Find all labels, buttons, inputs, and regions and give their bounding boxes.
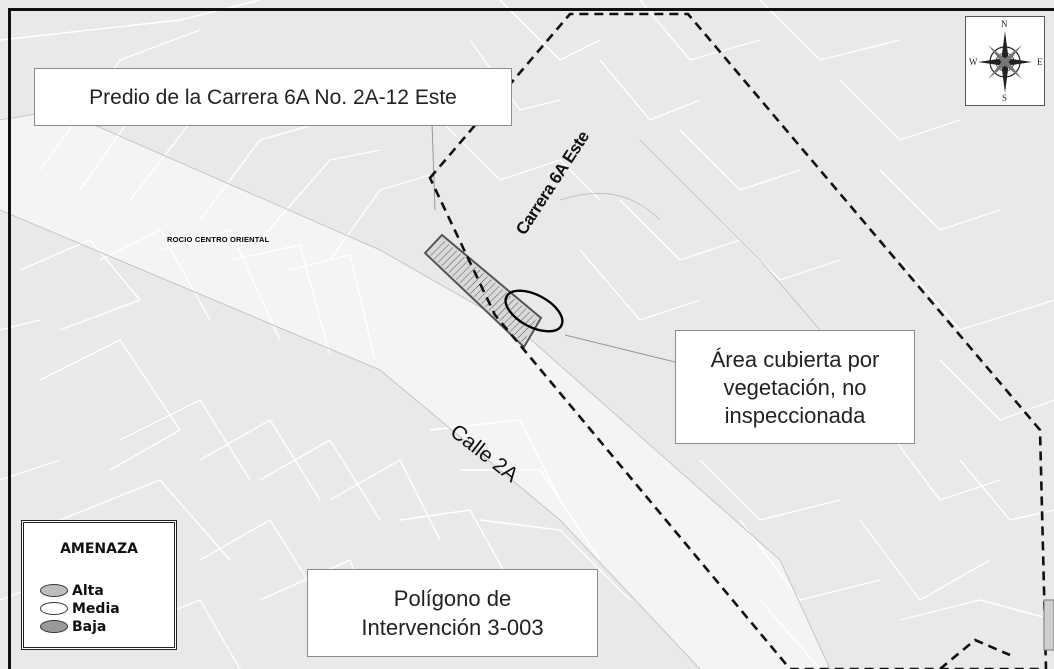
poligono-label: Polígono de Intervención 3-003 (307, 569, 598, 657)
legend-swatch-media (40, 602, 68, 615)
area-ellipse-marker (504, 289, 564, 333)
frame-border-left (8, 8, 11, 669)
area-label-line-1: Área cubierta por (710, 347, 880, 372)
compass-n-label: N (1001, 19, 1008, 29)
north-arrow: N S W E (965, 16, 1045, 106)
compass-e-label: E (1037, 57, 1043, 67)
legend-amenaza: AMENAZA Alta Media Baja (21, 520, 177, 650)
predio-leader-line (431, 121, 436, 211)
poligono-intervencion-boundary (428, 12, 1048, 669)
frame-border-top (8, 8, 1054, 11)
poligono-label-line-2: Intervención 3-003 (361, 615, 544, 640)
compass-w-label: W (969, 57, 978, 67)
area-label-line-3: inspeccionada (724, 403, 866, 428)
compass-s-label: S (1002, 93, 1008, 103)
legend-label-alta: Alta (72, 583, 104, 599)
predio-label-text: Predio de la Carrera 6A No. 2A-12 Este (89, 86, 457, 109)
area-leader-line (564, 334, 676, 363)
compass-rose-icon (978, 31, 1032, 93)
area-label-line-2: vegetación, no (723, 375, 867, 400)
legend-label-media: Media (72, 601, 120, 617)
area-vegetation-label: Área cubierta por vegetación, no inspecc… (675, 330, 915, 444)
barrio-label: ROCIO CENTRO ORIENTAL (167, 235, 270, 244)
legend-swatch-baja (40, 620, 68, 633)
calle-2a-road (0, 110, 830, 669)
legend-swatch-alta (40, 584, 68, 597)
legend-label-baja: Baja (72, 619, 107, 635)
legend-title: AMENAZA (60, 541, 138, 557)
poligono-label-line-1: Polígono de (393, 586, 512, 611)
predio-label: Predio de la Carrera 6A No. 2A-12 Este (34, 68, 512, 126)
